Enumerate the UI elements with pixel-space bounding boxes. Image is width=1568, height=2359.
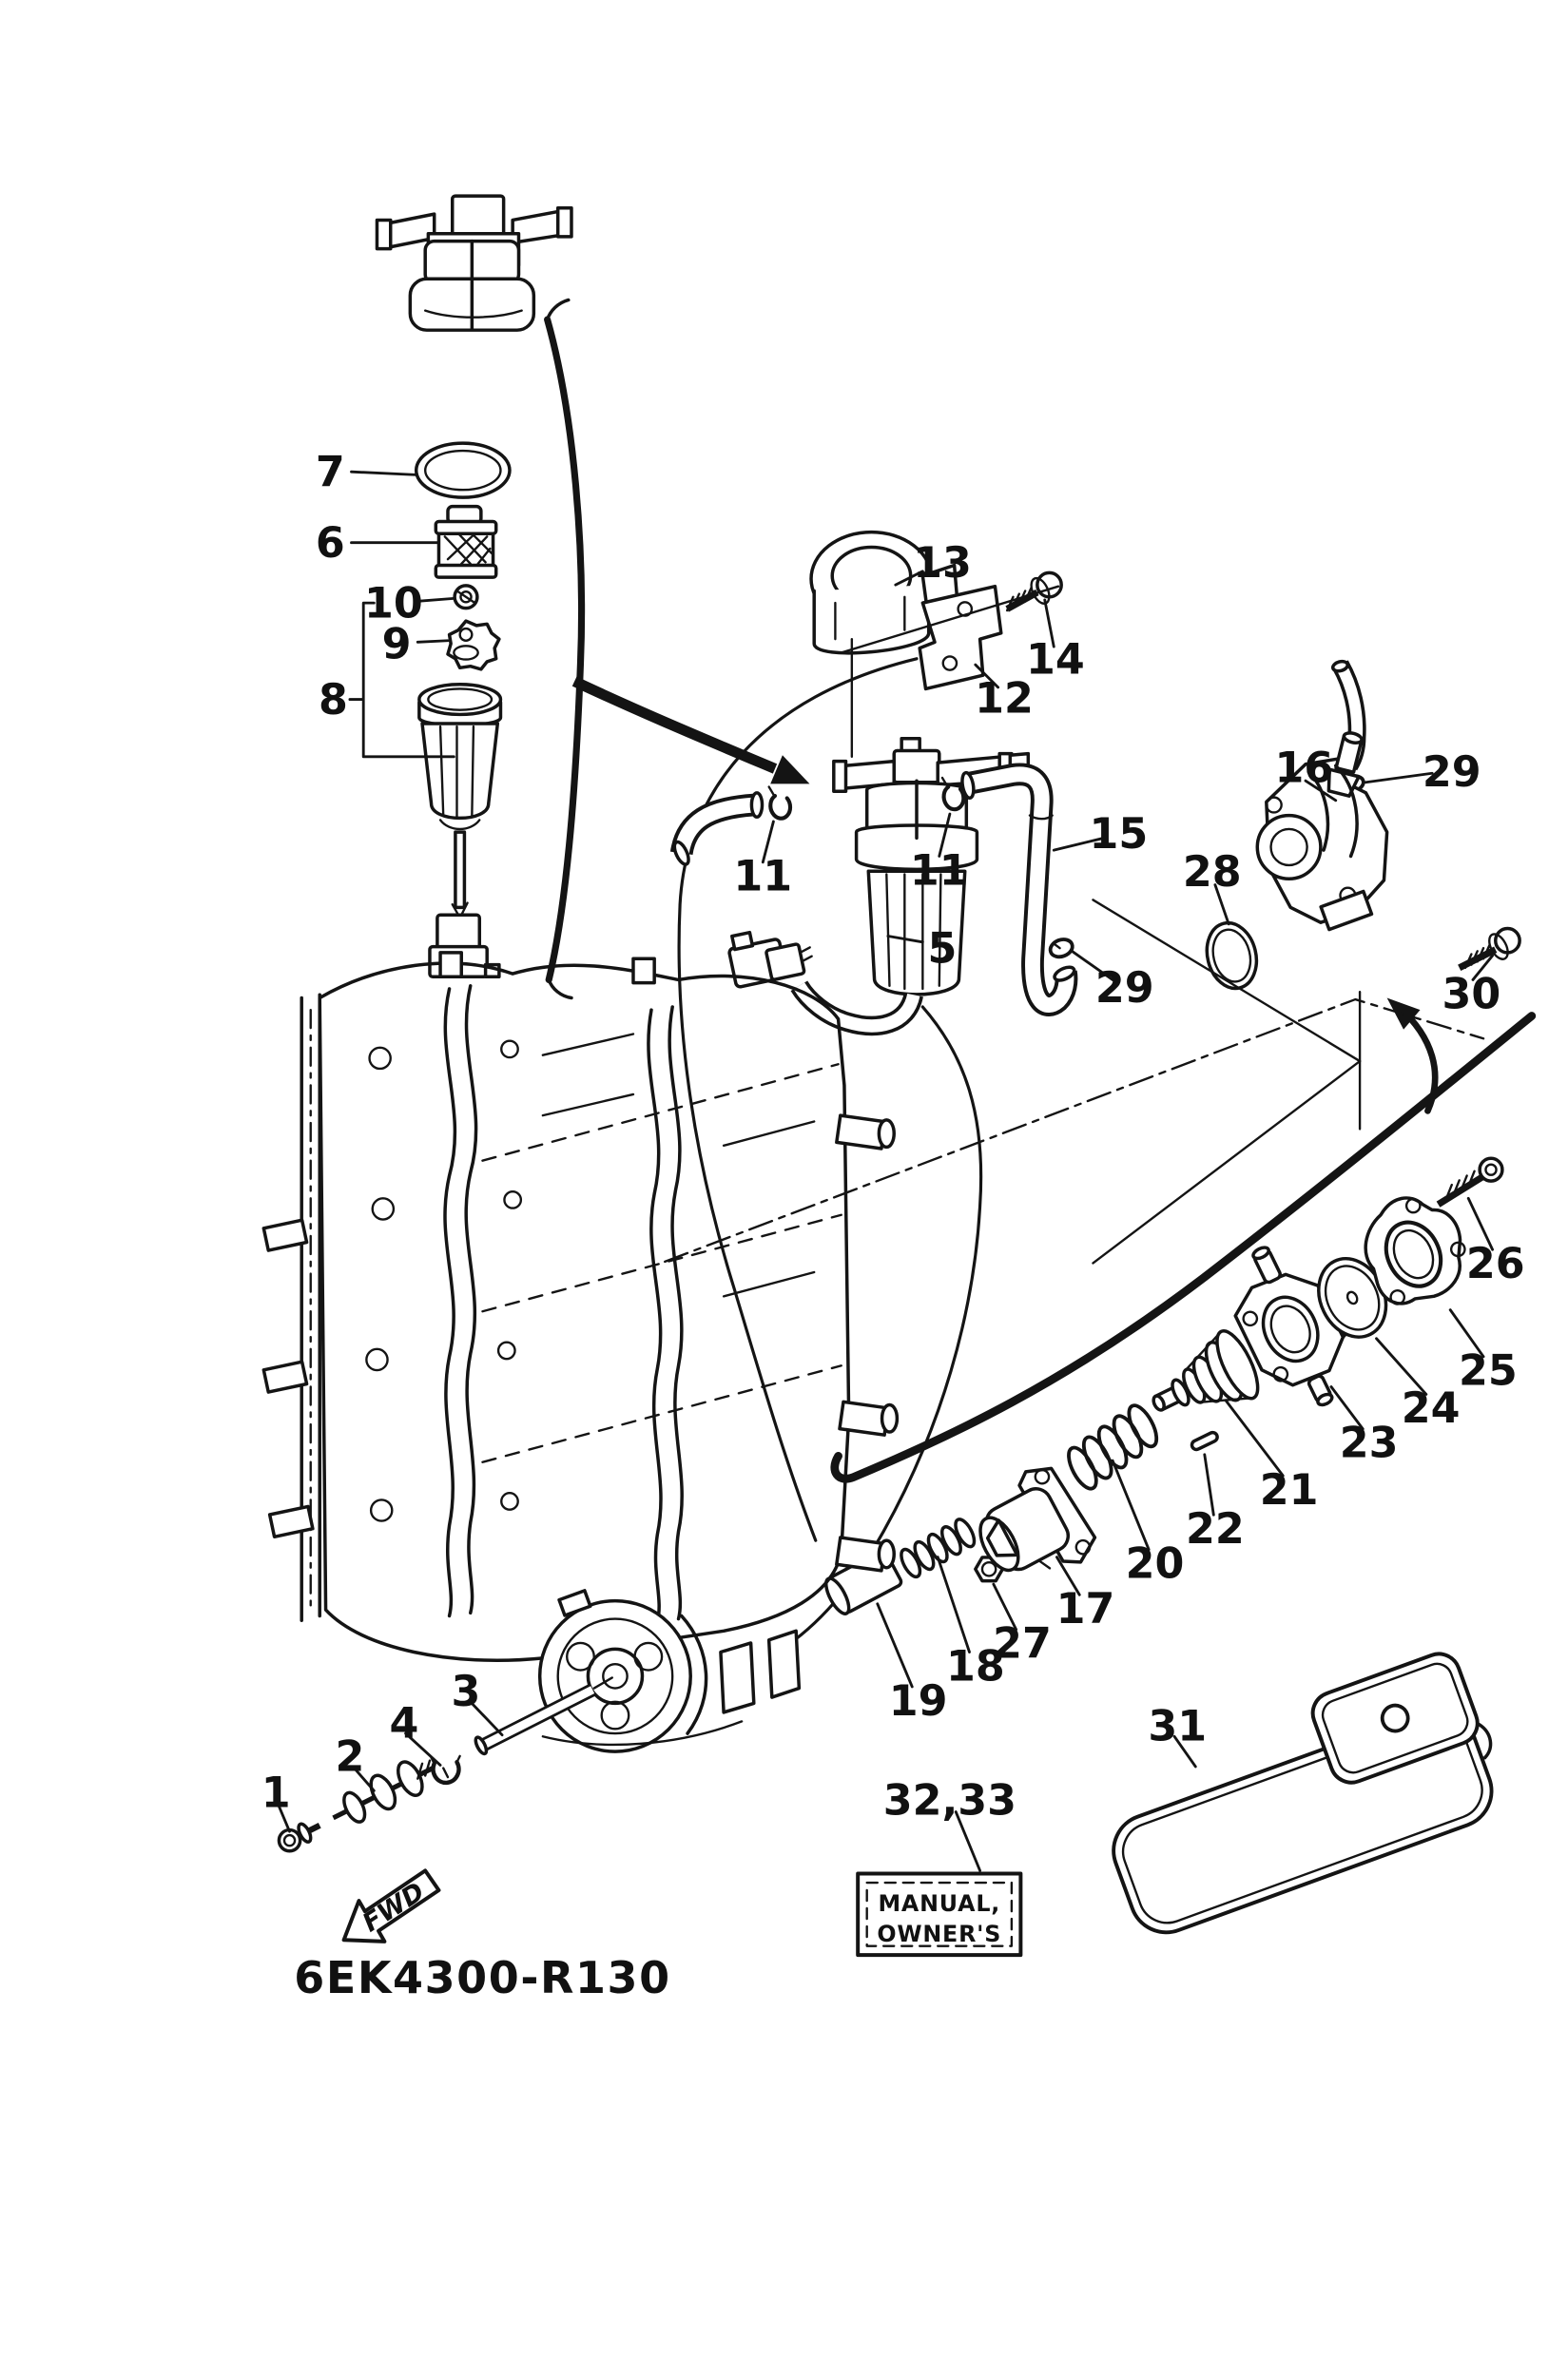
callout-11-right: 11 [910, 846, 969, 895]
swoosh-curve [830, 1012, 1537, 1483]
callout-labels: 7 6 10 9 8 13 14 12 11 11 5 15 29 16 29 … [261, 449, 1525, 1826]
callout-13: 13 [913, 539, 972, 588]
callout-9: 9 [382, 620, 412, 668]
manual-box-line2: OWNER'S [877, 1921, 1001, 1947]
callout-21: 21 [1260, 1466, 1319, 1515]
callout-29-pump: 29 [1423, 748, 1481, 797]
callout-2: 2 [335, 1732, 364, 1781]
leaders-filter-group [761, 812, 1114, 981]
callout-30: 30 [1442, 970, 1501, 1018]
filter-cup-8 [417, 682, 503, 979]
fuel-filter-5 [832, 737, 1031, 996]
fuel-cock-assembly [375, 194, 573, 332]
callout-5: 5 [928, 925, 958, 974]
pump-install-arrow [1386, 997, 1439, 1114]
manual-box: MANUAL, OWNER'S [856, 1810, 1023, 1958]
clamp-11-left [767, 785, 793, 821]
fuel-hose-15 [960, 763, 1078, 1016]
diagram-code: 6EK4300-R130 [294, 1952, 670, 2003]
spring-18 [900, 1518, 977, 1579]
callout-31: 31 [1148, 1703, 1207, 1751]
nut-10 [453, 584, 479, 610]
o-ring-7 [414, 441, 512, 499]
clip-29-hose [1048, 938, 1074, 959]
callout-32-33: 32,33 [883, 1776, 1016, 1825]
leaders-top-left [348, 470, 455, 759]
callout-18: 18 [946, 1642, 1005, 1691]
callout-3: 3 [452, 1668, 481, 1716]
inlet-hose [669, 791, 765, 866]
group-bracket-curve [544, 298, 586, 1000]
leaders-pump-group [664, 771, 1495, 1265]
fuel-pump-16 [1255, 731, 1389, 932]
callout-26: 26 [1466, 1240, 1525, 1288]
callout-29-hose: 29 [1095, 964, 1154, 1013]
spring-20 [1067, 1403, 1159, 1491]
callout-6: 6 [316, 519, 345, 568]
callout-20: 20 [1126, 1539, 1185, 1588]
pin-22 [1190, 1430, 1219, 1452]
damper-9 [446, 619, 501, 671]
callout-23: 23 [1340, 1420, 1399, 1468]
filter-bottom-hose-connector [727, 930, 923, 1036]
fwd-arrow: FWD [341, 1868, 441, 1943]
callout-7: 7 [316, 449, 345, 497]
bolt-30 [1458, 926, 1521, 971]
leaders-exploded-pump [876, 1196, 1495, 1689]
pouch-31 [1112, 1652, 1494, 1935]
callout-19: 19 [889, 1677, 948, 1726]
callout-27: 27 [993, 1620, 1052, 1669]
callout-8: 8 [319, 676, 348, 725]
pump-body-17 [978, 1466, 1097, 1573]
callout-17: 17 [1056, 1585, 1115, 1634]
manual-box-line1: MANUAL, [878, 1890, 1000, 1917]
diaphragm-assembly-21 [1152, 1329, 1260, 1412]
filter-element-6 [434, 504, 498, 579]
o-ring-28 [1205, 920, 1259, 991]
fwd-label: FWD [358, 1877, 430, 1938]
bolt-14 [1005, 570, 1063, 612]
callout-22: 22 [1186, 1505, 1245, 1554]
callout-1: 1 [261, 1769, 291, 1817]
shaft-2 [332, 1759, 435, 1824]
callout-14: 14 [1026, 635, 1085, 684]
leaders-bottom-left [276, 1698, 504, 1833]
callout-16: 16 [1275, 744, 1334, 792]
bracket-12 [918, 584, 1003, 691]
callout-28: 28 [1183, 848, 1242, 897]
callout-4: 4 [390, 1700, 419, 1749]
leader-31 [1172, 1734, 1197, 1769]
rod-3 [474, 1683, 596, 1756]
callout-15: 15 [1090, 810, 1149, 859]
engine-block-illustration [261, 951, 900, 1662]
callout-12: 12 [975, 675, 1034, 724]
screw-1 [277, 1822, 321, 1853]
leaders-bracket-group [840, 570, 1060, 759]
callout-24: 24 [1402, 1384, 1461, 1433]
callout-11-left: 11 [733, 853, 792, 901]
callout-10: 10 [364, 580, 423, 628]
driveshaft-hub [537, 1589, 802, 1753]
pointer-arrow-left [571, 676, 810, 784]
clamp-11-right [940, 776, 966, 812]
pump-body-23 [1233, 1246, 1356, 1407]
callout-25: 25 [1459, 1347, 1518, 1396]
screw-26 [1436, 1156, 1504, 1208]
pump-cover-25 [1364, 1196, 1466, 1305]
